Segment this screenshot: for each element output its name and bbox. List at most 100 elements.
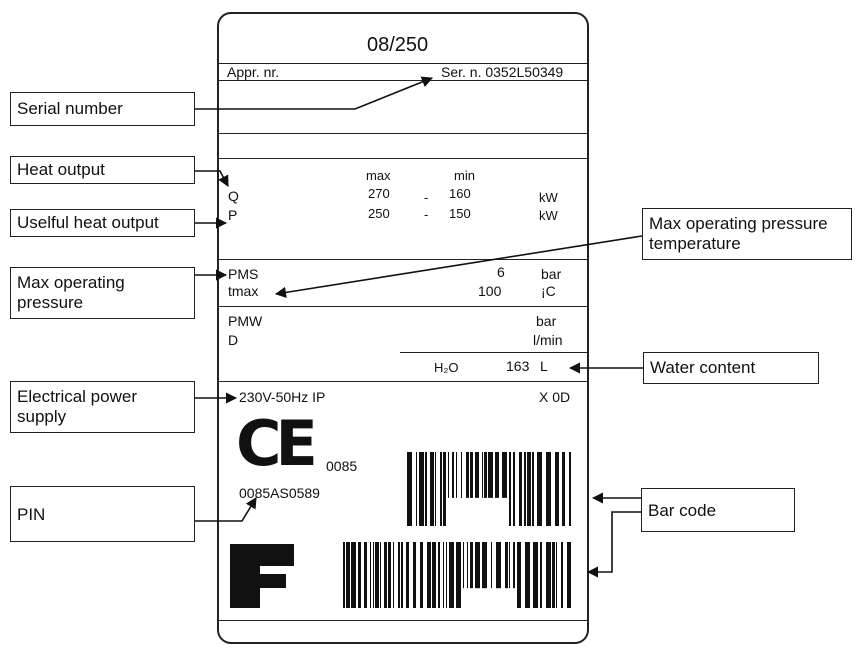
barcode-bar [509, 452, 511, 526]
p-separator: - [424, 207, 429, 222]
barcode-bar [525, 542, 530, 608]
divider-line [217, 306, 589, 307]
rating-plate [217, 12, 589, 644]
ip-rating-value: X 0D [539, 389, 571, 405]
barcode-bar [546, 452, 551, 526]
barcode-bar [393, 542, 394, 608]
callout-serial-number: Serial number [10, 92, 195, 126]
barcode-bar [407, 452, 412, 526]
barcode-bar [562, 452, 565, 526]
barcode-bar [373, 542, 374, 608]
barcode-bar [475, 452, 479, 498]
barcode-bar [413, 542, 416, 608]
barcode-bar [532, 452, 534, 526]
barcode-bar [567, 542, 571, 608]
model-number: 08/250 [367, 34, 429, 56]
pms-label: PMS [228, 266, 259, 282]
barcode-bar [370, 542, 371, 608]
barcode-bar [533, 542, 538, 608]
d-label: D [228, 332, 239, 348]
bar-code-leader-bottom [586, 511, 641, 578]
barcode-bar [482, 452, 483, 498]
callout-max-operating-pressure-temperature: Max operating pressure temperature [642, 208, 852, 260]
barcode-bar [524, 452, 526, 526]
barcode-bar [425, 452, 427, 526]
callout-max-operating-pressure: Max operating pressure [10, 267, 195, 319]
barcode-bar [420, 542, 423, 608]
divider-line [217, 259, 589, 260]
tmax-label: tmax [228, 283, 259, 299]
column-min-header: min [454, 168, 475, 183]
barcode-bar [430, 452, 434, 526]
callout-bar-code: Bar code [641, 488, 795, 532]
divider-line [217, 620, 589, 621]
tmax-unit: ¡C [541, 283, 556, 299]
barcode-bar [448, 452, 449, 498]
barcode-bar [491, 542, 492, 589]
barcode-bar [364, 542, 367, 608]
divider-line [217, 133, 589, 134]
pms-value: 6 [497, 264, 505, 280]
barcode-bar [456, 452, 457, 498]
barcode-bar [470, 542, 473, 589]
serial-value: Ser. n. 0352L50349 [441, 64, 564, 80]
d-unit: l/min [533, 332, 563, 348]
barcode-bar [484, 452, 487, 498]
barcode-bar [540, 542, 542, 608]
column-max-header: max [366, 168, 391, 183]
barcode-bar [509, 542, 510, 589]
barcode-bar [556, 542, 557, 608]
barcode-bar [435, 452, 436, 526]
ce-mark-icon: CE [236, 407, 318, 480]
tmax-value: 100 [478, 283, 502, 299]
barcode-bar [443, 542, 444, 608]
pmw-unit: bar [536, 313, 557, 329]
divider-line [217, 63, 589, 64]
barcode-bar [495, 452, 499, 498]
barcode-bar [513, 452, 515, 526]
callout-useful-heat-output: Uselful heat output [10, 209, 195, 237]
barcode-bar [452, 452, 454, 498]
barcode-bar [502, 452, 507, 498]
barcode-icon [407, 452, 571, 526]
barcode-bar [466, 452, 469, 498]
water-value: 163 [506, 358, 530, 374]
barcode-bar [343, 542, 345, 608]
divider-line [400, 352, 589, 353]
barcode-bar [388, 542, 391, 608]
q-unit: kW [539, 190, 558, 205]
divider-line [217, 381, 589, 382]
f-logo-icon [230, 544, 294, 608]
callout-electrical-power-supply: Electrical power supply [10, 381, 195, 433]
barcode-bar [358, 542, 361, 608]
divider-line [217, 80, 589, 81]
barcode-bar [456, 542, 461, 608]
barcode-bar [449, 542, 454, 608]
barcode-bar [401, 542, 403, 608]
callout-heat-output: Heat output [10, 156, 195, 184]
water-label: H₂O [434, 360, 459, 375]
p-unit: kW [539, 208, 558, 223]
divider-line [217, 158, 589, 159]
pin-value: 0085AS0589 [239, 485, 320, 501]
barcode-bar [446, 542, 447, 608]
callout-pin: PIN [10, 486, 195, 542]
barcode-bar [505, 542, 508, 589]
barcode-bar [432, 542, 436, 608]
p-max-value: 250 [368, 206, 390, 221]
barcode-bar [461, 452, 462, 498]
barcode-bar [527, 452, 531, 526]
q-label: Q [228, 188, 239, 204]
barcode-bar [380, 542, 381, 608]
barcode-bar [569, 452, 571, 526]
barcode-bar [463, 542, 464, 589]
pms-unit: bar [541, 266, 562, 282]
barcode-bar [384, 542, 387, 608]
barcode-bar [517, 542, 521, 608]
appr-label: Appr. nr. [227, 64, 280, 80]
p-min-value: 150 [449, 206, 471, 221]
pmw-label: PMW [228, 313, 263, 329]
barcode-bar [416, 452, 417, 526]
barcode-bar [427, 542, 431, 608]
